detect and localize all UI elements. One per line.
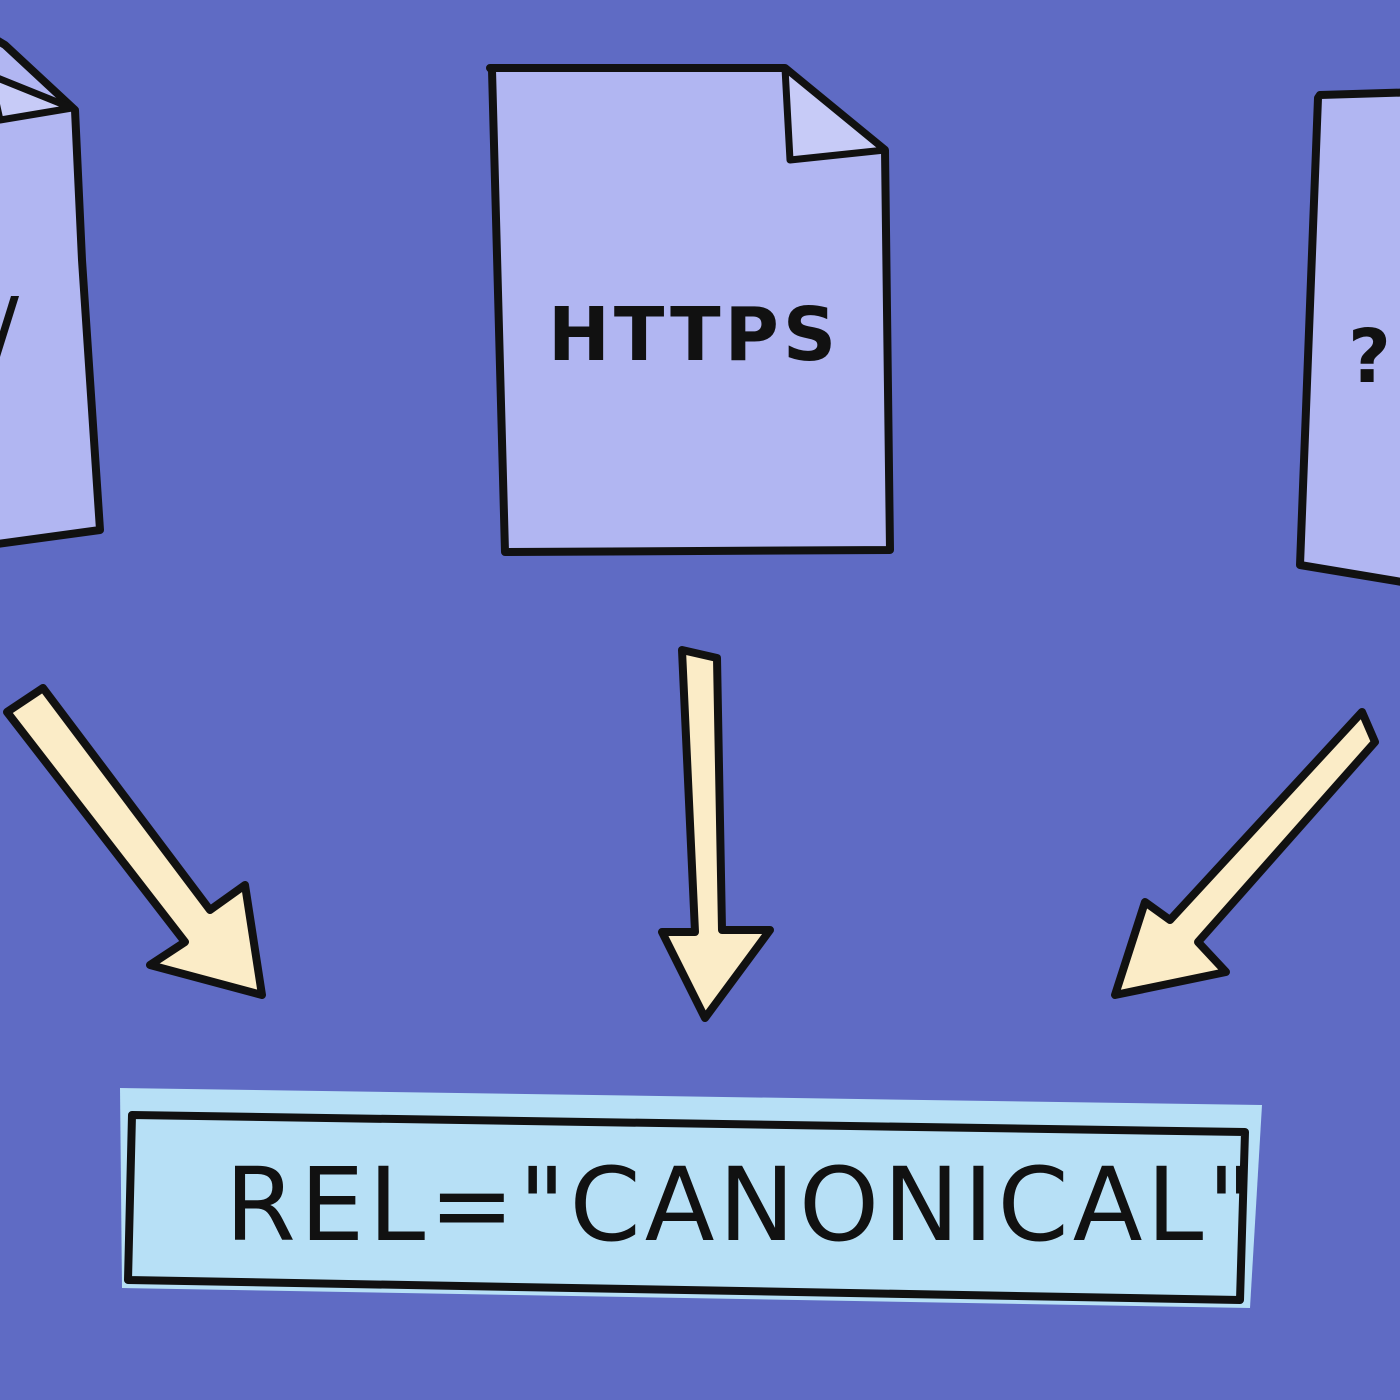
arrow-left	[3, 684, 266, 999]
document-left-text: /	[0, 282, 23, 368]
document-center-fold	[781, 64, 889, 164]
document-right: ?	[1296, 88, 1400, 586]
document-left: /	[0, 37, 104, 548]
document-center: HTTPS	[486, 64, 894, 556]
canonical-label-text: REL="CANONICAL"	[225, 1146, 1258, 1265]
canonical-label: REL="CANONICAL"	[120, 1088, 1262, 1308]
document-left-fold	[0, 75, 76, 124]
document-right-text: ?	[1348, 314, 1395, 400]
arrow-center	[658, 646, 774, 1022]
document-left-sheet	[0, 37, 104, 548]
document-center-text: HTTPS	[548, 292, 840, 378]
document-right-sheet	[1296, 88, 1400, 586]
arrow-right	[1111, 708, 1379, 999]
canonical-label-border	[124, 1111, 1249, 1304]
